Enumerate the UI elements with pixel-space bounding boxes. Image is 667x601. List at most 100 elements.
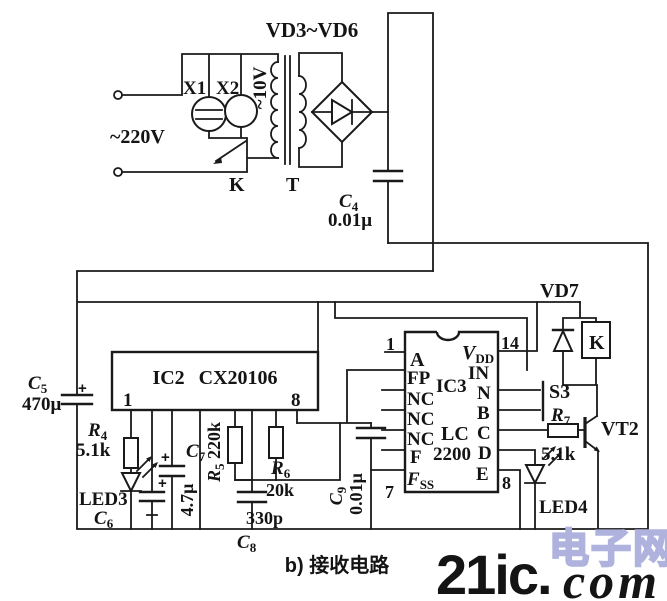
- r6-value: 20k: [266, 480, 294, 500]
- transformer: [270, 52, 343, 168]
- resistor-r6-icon: [268, 426, 284, 459]
- capacitor-c5-icon: [60, 393, 94, 406]
- ic3-num1: 1: [386, 334, 395, 354]
- led4-arrowhead2: [556, 452, 562, 458]
- fuse-x1-icon: [191, 96, 227, 132]
- ic3-pin-n: N: [477, 383, 491, 404]
- c6-plus: +: [158, 475, 167, 492]
- ac-terminal-bottom-icon: [113, 167, 123, 177]
- transistor-vt2: [583, 414, 600, 530]
- ac-terminal-top-icon: [113, 90, 123, 100]
- ic2-pin8: 8: [291, 390, 301, 411]
- ic3-name: IC3: [436, 376, 467, 397]
- led4-branch: [524, 446, 562, 530]
- c4-filter: [372, 12, 434, 272]
- coupling-wires: [296, 301, 528, 424]
- ic3-pin-fss: FSS: [406, 469, 434, 492]
- ic2-body: [110, 350, 320, 412]
- led3-arrowhead1: [146, 456, 152, 462]
- watermark-site: 电子网: [549, 527, 667, 571]
- transformer-core-icon: [284, 55, 291, 165]
- relay-branch: [551, 301, 611, 417]
- vt2-leads: [583, 414, 599, 530]
- ic3-pin-e: E: [476, 464, 489, 485]
- fuse-x2-label: X2: [216, 78, 239, 99]
- c5-label: C5: [28, 373, 48, 396]
- watermark-brand: 21ic.: [436, 543, 551, 601]
- ic3-pin-nc3: NC: [407, 429, 434, 450]
- c8-label: C8: [237, 532, 257, 555]
- resistor-r4-icon: [123, 437, 139, 469]
- ic3-num7: 7: [385, 482, 394, 502]
- c6-minus-lead: [146, 500, 158, 530]
- ic3-pin-fp: FP: [407, 368, 431, 389]
- c5-plus: +: [78, 380, 87, 397]
- c8-value: 330p: [246, 508, 283, 528]
- r5-bottom-wire: [234, 462, 253, 481]
- ic3-pin-c: C: [477, 423, 491, 444]
- led4-label: LED4: [539, 497, 588, 518]
- c6-label: C6: [94, 508, 114, 531]
- power-buses: [76, 242, 649, 530]
- led4-icon: [524, 464, 546, 486]
- ic3-pin-vdd: VDD: [462, 342, 494, 366]
- figure-caption: b) 接收电路: [285, 553, 390, 577]
- ic3-pin-a: A: [410, 349, 425, 371]
- capacitor-c8-icon: [236, 490, 268, 504]
- ic3-num14: 14: [501, 333, 519, 353]
- led3-label: LED3: [79, 489, 128, 510]
- ac-input-section: [113, 53, 279, 177]
- secondary-coil-icon: [298, 75, 307, 149]
- c5-value: 470μ: [22, 394, 62, 415]
- vt2-label: VT2: [601, 418, 639, 440]
- capacitor-c6-icon: [138, 490, 166, 503]
- led4-arrowhead1: [550, 446, 556, 452]
- ic3-body: [403, 330, 500, 494]
- ic3-pin-nc1: NC: [407, 389, 434, 410]
- bridge-rectifier: [310, 80, 389, 144]
- vt2-emitter-arrowhead: [593, 446, 600, 452]
- c4-label: C4: [339, 191, 359, 214]
- c7-value: 4.7μ: [177, 484, 197, 517]
- bridge-label: VD3~VD6: [266, 18, 359, 42]
- transformer-label: T: [286, 174, 300, 196]
- r6-label: R6: [270, 458, 291, 481]
- c8-node-wires: [234, 422, 341, 530]
- fuse-x2-icon: [224, 94, 258, 128]
- ic3-part: 2200: [433, 444, 471, 465]
- ic3-right-pins: [497, 301, 549, 530]
- ic2-pin-wires: [130, 409, 298, 530]
- c7-plus: +: [161, 449, 170, 466]
- switch-k-arrowhead: [213, 157, 222, 164]
- capacitor-c9-icon: [355, 426, 387, 440]
- led3-arrowhead2: [152, 462, 158, 468]
- c9-value: 0.01μ: [346, 473, 366, 515]
- primary-coil-icon: [270, 61, 279, 159]
- ic3-pin-in: IN: [468, 363, 489, 384]
- ac-wires: [121, 53, 279, 173]
- ic3-left-pins: [370, 351, 406, 471]
- relay-branch-wires: [562, 301, 598, 417]
- relay-k-box: [581, 321, 611, 359]
- input-voltage-label: ~220V: [110, 126, 165, 148]
- watermark-script: com: [563, 553, 661, 601]
- ic3-num8: 8: [502, 473, 511, 493]
- ic3-pin-d: D: [478, 443, 492, 464]
- s3-label: S3: [549, 381, 570, 403]
- switch-k-label: K: [229, 174, 245, 196]
- bridge-diode-icon: [331, 98, 354, 126]
- ic2-pin1: 1: [123, 390, 133, 411]
- r5-label: R5 220k: [204, 422, 227, 483]
- ic3-pin-f: F: [410, 447, 422, 468]
- r4-label: R4: [87, 420, 108, 443]
- led4-arrows: [541, 447, 561, 467]
- ic3-pin-nc2: NC: [407, 409, 434, 430]
- watermark: com 电子网 21ic.: [436, 526, 667, 601]
- r4-value: 5.1k: [76, 440, 111, 461]
- relay-k-label: K: [589, 332, 605, 354]
- diode-vd7-icon: [552, 328, 574, 352]
- capacitor-c4-icon: [372, 169, 404, 183]
